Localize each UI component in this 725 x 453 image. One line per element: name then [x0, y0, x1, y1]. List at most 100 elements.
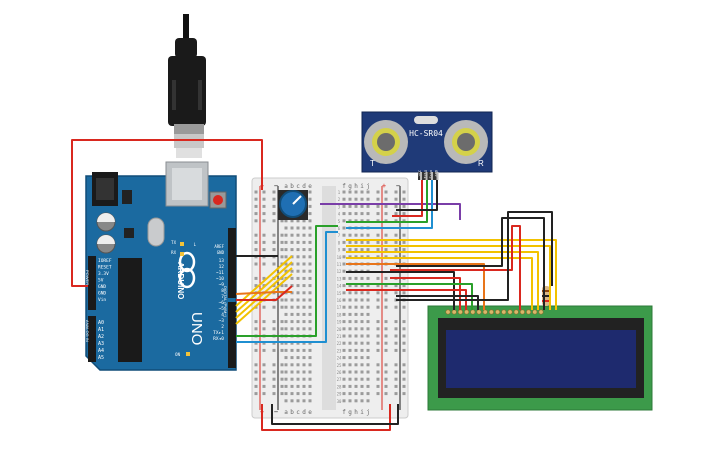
breadboard-hole: [290, 327, 294, 331]
sensor-side-left: T: [370, 159, 375, 168]
analog-pin-label: A4: [98, 348, 104, 354]
breadboard-hole: [366, 334, 370, 338]
breadboard-hole: [308, 276, 312, 280]
rail-hole: [376, 305, 380, 309]
breadboard-hole: [296, 298, 300, 302]
rail-hole: [394, 334, 398, 338]
row-number: 17: [337, 305, 342, 310]
breadboard-hole: [354, 204, 358, 208]
digital-pin-label: 7: [221, 294, 224, 300]
breadboard-hole: [296, 312, 300, 316]
analog-pin-label: A1: [98, 327, 104, 333]
rail-hole: [402, 204, 406, 208]
breadboard-hole: [308, 399, 312, 403]
breadboard-hole: [296, 255, 300, 259]
row-number: 10: [337, 255, 342, 260]
breadboard-hole: [354, 255, 358, 259]
breadboard-hole: [308, 197, 312, 201]
breadboard-hole: [308, 226, 312, 230]
rail-hole: [272, 348, 276, 352]
rail-hole: [394, 291, 398, 295]
breadboard-hole: [348, 240, 352, 244]
breadboard-hole: [308, 262, 312, 266]
rail-hole: [280, 219, 284, 223]
row-number: 13: [337, 276, 342, 281]
breadboard-hole: [360, 334, 364, 338]
breadboard-hole: [284, 233, 288, 237]
digital-pin-label: 13: [219, 258, 225, 264]
breadboard-hole: [342, 212, 346, 216]
breadboard-hole: [308, 348, 312, 352]
rail-hole: [376, 291, 380, 295]
breadboard-hole: [296, 363, 300, 367]
rail-hole: [280, 276, 284, 280]
rail-hole: [402, 291, 406, 295]
arduino-uno-board[interactable]: [85, 161, 237, 371]
breadboard-hole: [360, 370, 364, 374]
rail-hole: [262, 327, 266, 331]
row-number: 9: [338, 248, 341, 253]
rail-hole: [280, 298, 284, 302]
rail-hole: [262, 284, 266, 288]
rail-hole: [402, 248, 406, 252]
breadboard-hole: [302, 312, 306, 316]
rail-hole: [262, 212, 266, 216]
rail-hole: [384, 384, 388, 388]
analog-pin-label: A0: [98, 320, 104, 326]
breadboard-hole: [308, 219, 312, 223]
arduino-leds: [180, 242, 190, 356]
rail-hole: [384, 341, 388, 345]
breadboard-hole: [302, 377, 306, 381]
sensor-side-right: R: [478, 159, 484, 168]
breadboard-hole: [366, 276, 370, 280]
rail-hole: [384, 255, 388, 259]
rail-hole: [262, 305, 266, 309]
breadboard-hole: [308, 312, 312, 316]
breadboard-hole: [290, 341, 294, 345]
row-number: 27: [337, 377, 342, 382]
breadboard-hole: [296, 233, 300, 237]
rail-hole: [262, 262, 266, 266]
rail-hole: [262, 248, 266, 252]
breadboard-hole: [290, 392, 294, 396]
breadboard-hole: [360, 392, 364, 396]
potentiometer[interactable]: [278, 190, 308, 220]
rail-hole: [254, 219, 258, 223]
breadboard-hole: [360, 276, 364, 280]
rail-hole: [262, 363, 266, 367]
breadboard-hole: [284, 370, 288, 374]
rail-hole: [394, 377, 398, 381]
rail-hole: [272, 248, 276, 252]
rail-hole: [272, 197, 276, 201]
rail-hole: [272, 305, 276, 309]
breadboard-hole: [348, 291, 352, 295]
breadboard-hole: [342, 248, 346, 252]
ultrasonic-sensor[interactable]: [361, 111, 493, 180]
breadboard-hole: [302, 348, 306, 352]
row-number: 2: [338, 197, 341, 202]
rail-hole: [394, 190, 398, 194]
wire-green: [236, 225, 338, 337]
breadboard-hole: [360, 291, 364, 295]
breadboard-hole: [342, 363, 346, 367]
breadboard-hole: [308, 356, 312, 360]
column-label: a: [284, 183, 288, 190]
analog-pin-label: A5: [98, 355, 104, 361]
breadboard-hole: [348, 348, 352, 352]
rail-hole: [376, 248, 380, 252]
lcd-display[interactable]: [427, 305, 653, 411]
lcd-pin: [451, 309, 457, 315]
analog-label: ANALOG IN: [85, 320, 90, 342]
breadboard-hole: [360, 305, 364, 309]
breadboard-hole: [284, 240, 288, 244]
breadboard-hole: [290, 298, 294, 302]
row-number: 30: [337, 399, 342, 404]
rail-hole: [254, 363, 258, 367]
wires: [71, 139, 557, 431]
wire-black-bottom: [271, 404, 399, 425]
breadboard-hole: [302, 219, 306, 223]
lcd-pin: [457, 309, 463, 315]
rail-hole: [262, 240, 266, 244]
rail-hole: [384, 320, 388, 324]
lcd-pin: [501, 309, 507, 315]
